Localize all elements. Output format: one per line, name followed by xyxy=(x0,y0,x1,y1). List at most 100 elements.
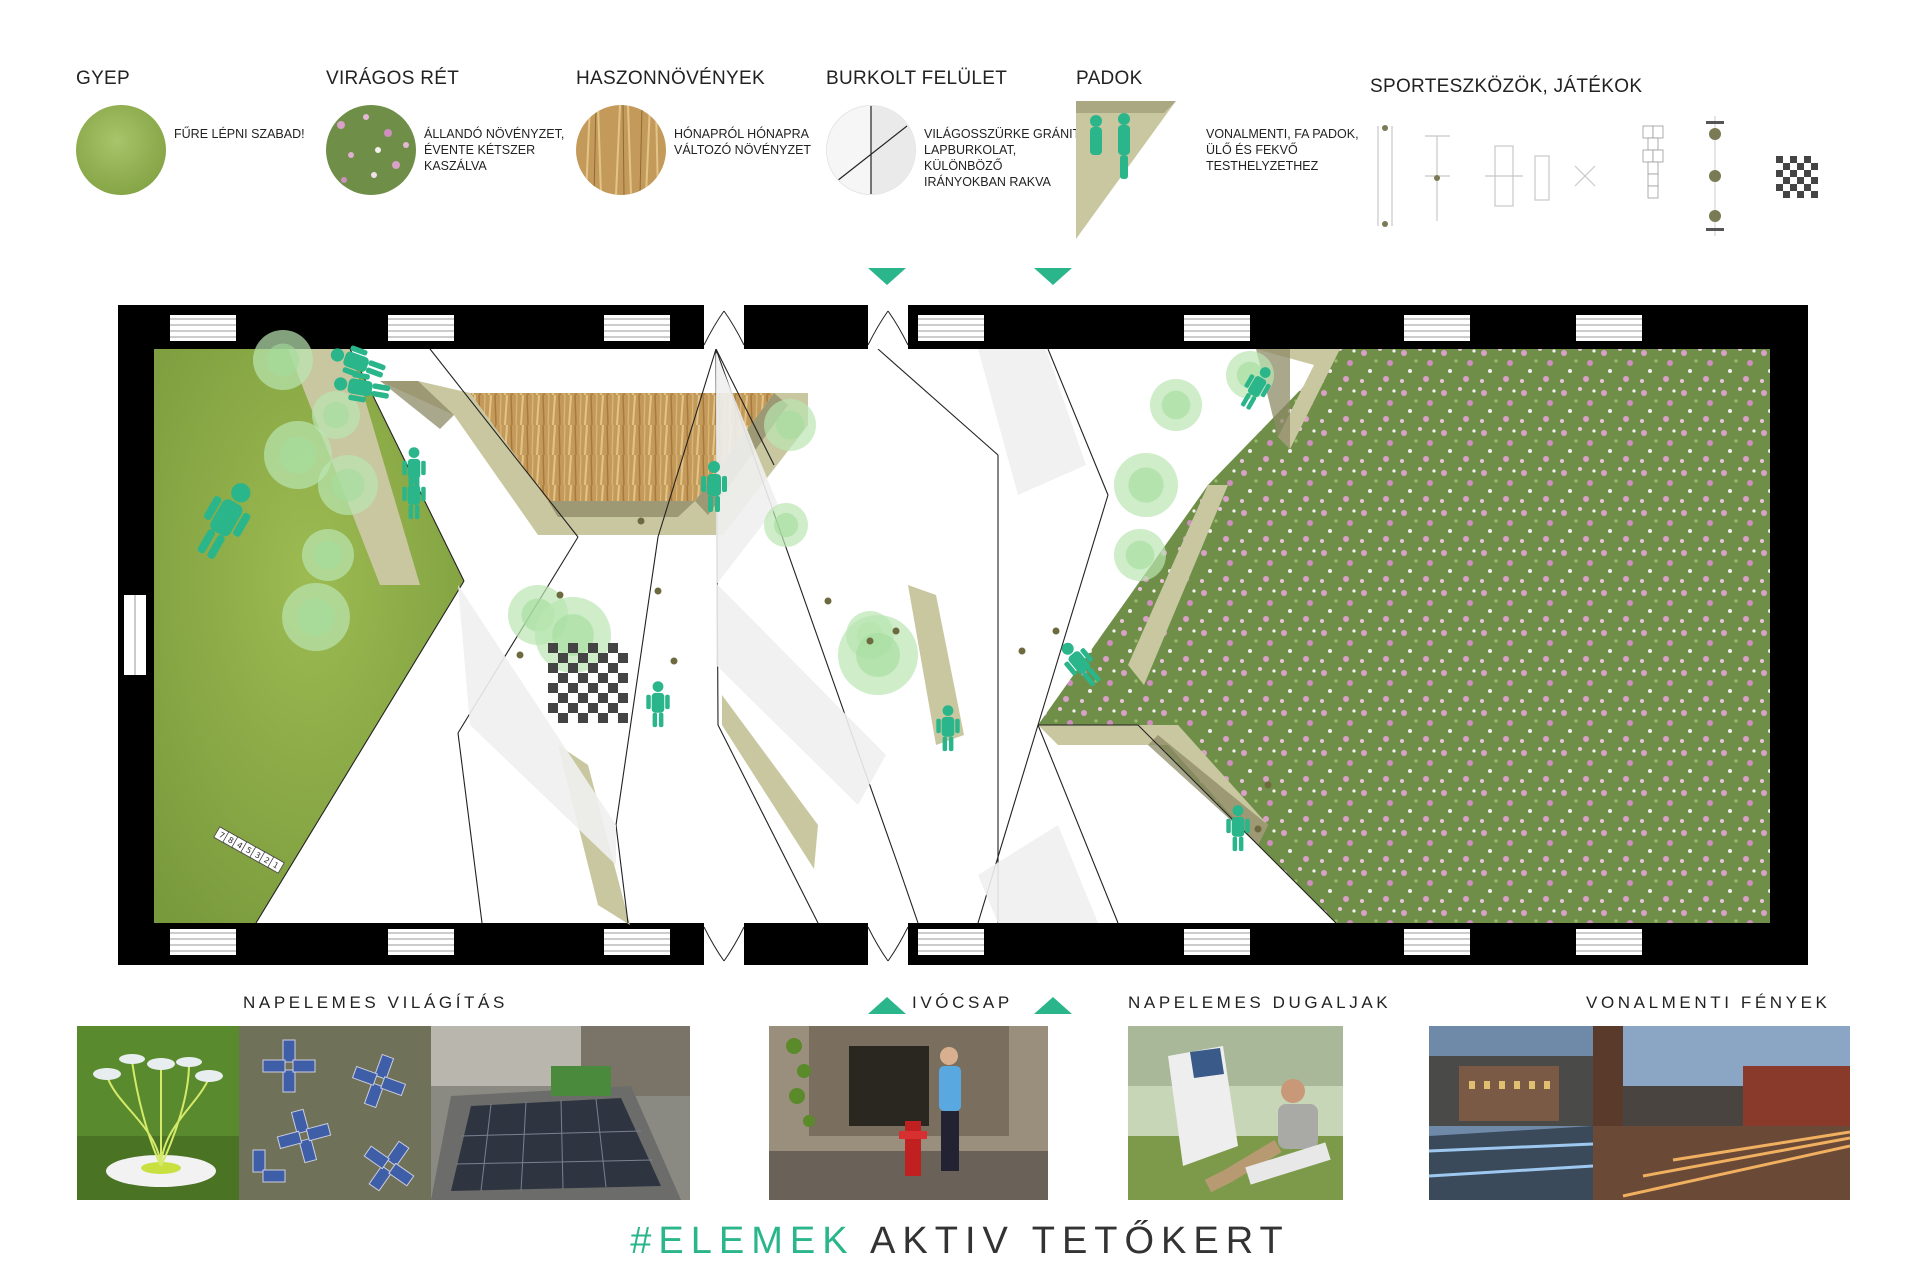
chess-square xyxy=(558,693,568,703)
legend-chess-square xyxy=(1783,177,1790,184)
paving-joint xyxy=(877,348,999,456)
legend-chess-square xyxy=(1804,156,1811,163)
window-bottom xyxy=(1404,929,1470,955)
tree-core xyxy=(279,436,317,474)
lamp-post xyxy=(516,651,524,659)
tree-core xyxy=(1161,390,1191,420)
paving-joint xyxy=(657,348,717,538)
chess-square xyxy=(608,683,618,693)
legend-chess-square xyxy=(1804,184,1811,191)
legend-title-benches: PADOK xyxy=(1076,68,1143,89)
lamp-post xyxy=(824,597,832,605)
window-bottom xyxy=(1576,929,1642,955)
chess-square xyxy=(588,683,598,693)
person-meadow-2 xyxy=(1240,367,1271,410)
tree-core xyxy=(313,540,343,570)
person-sitting-2 xyxy=(402,473,426,520)
legend-chess-square xyxy=(1797,163,1804,170)
lamp-post xyxy=(1254,825,1262,833)
wall-right xyxy=(1770,305,1808,965)
legend-chess-square xyxy=(1811,163,1818,170)
legend-chess-square xyxy=(1790,156,1797,163)
wheat-swatch xyxy=(576,105,666,195)
chess-square xyxy=(578,713,588,723)
svg-text:4: 4 xyxy=(235,840,244,850)
person-bench-1 xyxy=(330,345,386,378)
photo-solar-bench xyxy=(431,1026,690,1200)
legend-desc-crops: HÓNAPRÓL HÓNAPRA VÁLTOZÓ NÖVÉNYZET xyxy=(674,127,812,157)
window-top xyxy=(170,315,236,341)
chess-square xyxy=(548,663,558,673)
grey-paving-zone xyxy=(716,583,886,805)
entrance-marker-bottom-left xyxy=(868,997,906,1014)
photo-drinking-tap xyxy=(769,1026,1048,1200)
photo-solar-socket xyxy=(1128,1026,1343,1200)
caption-line-lights: VONALMENTI FÉNYEK xyxy=(1586,993,1831,1012)
lamp-post xyxy=(670,657,678,665)
window-left xyxy=(124,595,146,675)
window-bottom xyxy=(918,929,984,955)
chess-square xyxy=(568,683,578,693)
window-top xyxy=(918,315,984,341)
legend-title-sports: SPORTESZKÖZÖK, JÁTÉKOK xyxy=(1370,76,1643,97)
chess-square xyxy=(578,673,588,683)
page-title: #ELEMEK AKTIV TETŐKERT xyxy=(0,1220,1920,1263)
chess-square xyxy=(598,673,608,683)
window-top xyxy=(1184,315,1250,341)
legend-chess-square xyxy=(1783,163,1790,170)
lamp-post xyxy=(1264,781,1272,789)
tree-core xyxy=(773,512,799,538)
photo-line-lights-1 xyxy=(1429,1026,1593,1200)
chess-square xyxy=(558,713,568,723)
bench-meadow-lower xyxy=(1038,725,1268,845)
window-bottom xyxy=(170,929,236,955)
legend-chess-square xyxy=(1811,177,1818,184)
chess-square xyxy=(548,703,558,713)
person-sitting-4 xyxy=(936,705,960,752)
caption-solar-lighting: NAPELEMES VILÁGÍTÁS xyxy=(243,993,508,1012)
svg-text:8: 8 xyxy=(226,835,235,845)
lamp-post xyxy=(892,627,900,635)
chess-square xyxy=(578,653,588,663)
chess-square xyxy=(568,643,578,653)
legend-chess-square xyxy=(1790,184,1797,191)
chess-square xyxy=(588,663,598,673)
chess-square xyxy=(618,673,628,683)
title-accent: #ELEMEK xyxy=(630,1220,855,1262)
lamp-post xyxy=(637,517,645,525)
svg-text:2: 2 xyxy=(262,855,271,865)
bench-center-left xyxy=(722,695,818,869)
tree-core xyxy=(1125,540,1155,570)
chess-square xyxy=(548,643,558,653)
grey-paving-zone xyxy=(978,825,1098,923)
bench-swatch xyxy=(1076,101,1176,246)
legend-chess-square xyxy=(1804,170,1811,177)
person-meadow-3 xyxy=(1226,805,1250,852)
legend-chess-square xyxy=(1776,184,1783,191)
photo-solar-flowers xyxy=(239,1026,431,1200)
legend-chess-square xyxy=(1783,191,1790,198)
window-bottom xyxy=(604,929,670,955)
paving-joint xyxy=(1037,494,1109,726)
tree-core xyxy=(856,633,900,677)
chess-square xyxy=(558,673,568,683)
tree-core xyxy=(266,343,300,377)
chess-square xyxy=(618,693,628,703)
chess-square xyxy=(618,713,628,723)
legend-chess-square xyxy=(1811,191,1818,198)
paving-joint xyxy=(715,348,775,466)
grey-paving-zone xyxy=(716,353,778,585)
legend-title-paving: BURKOLT FELÜLET xyxy=(826,68,1008,89)
photo-solar-tree xyxy=(77,1026,239,1200)
window-bottom xyxy=(1184,929,1250,955)
chess-square xyxy=(598,653,608,663)
legend-title-meadow: VIRÁGOS RÉT xyxy=(326,68,460,89)
legend-chess-square xyxy=(1790,170,1797,177)
bench-center-right xyxy=(908,585,964,745)
chess-square xyxy=(618,653,628,663)
person-lawn xyxy=(197,483,251,559)
lamp-post xyxy=(1052,627,1060,635)
legend-chess-square xyxy=(1797,177,1804,184)
chess-square xyxy=(598,713,608,723)
bench-meadow-diag xyxy=(1128,485,1228,685)
